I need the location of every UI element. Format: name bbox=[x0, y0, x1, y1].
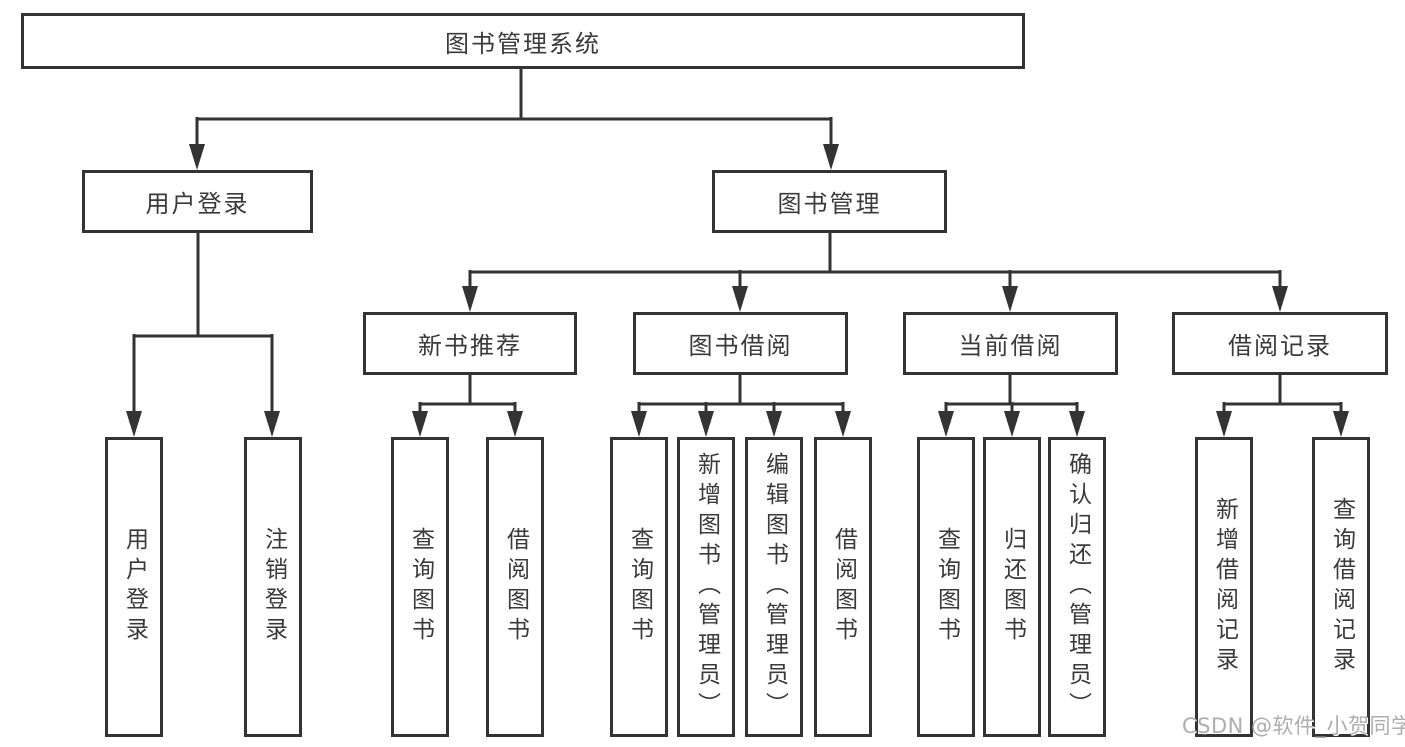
connector-current-children bbox=[944, 374, 1079, 413]
connector-borrow-children bbox=[637, 374, 845, 413]
arrow-down-icon bbox=[766, 411, 782, 437]
arrow-down-icon bbox=[1004, 411, 1020, 437]
node-book-management: 图书管理 bbox=[712, 170, 947, 233]
node-leaf-user-login: 用户登录 bbox=[105, 437, 163, 737]
arrow-down-icon bbox=[189, 144, 205, 170]
arrow-down-icon bbox=[1333, 411, 1349, 437]
node-leaf-add-borrow-record: 新增借阅记录 bbox=[1195, 437, 1253, 737]
connector-user-login-children bbox=[132, 232, 274, 412]
arrow-down-icon bbox=[823, 144, 839, 170]
node-leaf-borrow-books-recommend: 借阅图书 bbox=[486, 437, 544, 737]
node-leaf-edit-book-admin: 编辑图书（管理员） bbox=[745, 437, 803, 737]
node-user-login: 用户登录 bbox=[82, 170, 313, 233]
node-book-borrowing: 图书借阅 bbox=[633, 312, 848, 375]
arrow-down-icon bbox=[835, 411, 851, 437]
arrow-down-icon bbox=[264, 411, 280, 437]
arrow-down-icon bbox=[938, 411, 954, 437]
arrow-down-icon bbox=[1002, 286, 1018, 312]
arrow-down-icon bbox=[732, 286, 748, 312]
arrow-down-icon bbox=[462, 286, 478, 312]
arrow-down-icon bbox=[1272, 286, 1288, 312]
arrow-down-icon bbox=[698, 411, 714, 437]
node-leaf-query-borrow-record: 查询借阅记录 bbox=[1312, 437, 1370, 737]
node-leaf-logout: 注销登录 bbox=[244, 437, 302, 737]
node-new-book-recommend: 新书推荐 bbox=[363, 312, 577, 375]
node-leaf-add-book-admin: 新增图书（管理员） bbox=[677, 437, 735, 737]
arrow-down-icon bbox=[1216, 411, 1232, 437]
arrow-down-icon bbox=[1069, 411, 1085, 437]
arrow-down-icon bbox=[631, 411, 647, 437]
node-leaf-query-books-recommend: 查询图书 bbox=[391, 437, 449, 737]
node-leaf-query-books-borrow: 查询图书 bbox=[610, 437, 668, 737]
node-current-borrowing: 当前借阅 bbox=[903, 312, 1118, 375]
arrow-down-icon bbox=[412, 411, 428, 437]
arrow-down-icon bbox=[507, 411, 523, 437]
node-leaf-borrow-books: 借阅图书 bbox=[814, 437, 872, 737]
connector-book-mgmt-children bbox=[468, 232, 1282, 288]
node-borrowing-records: 借阅记录 bbox=[1172, 312, 1388, 375]
node-root: 图书管理系统 bbox=[21, 13, 1025, 69]
connector-records-children bbox=[1222, 374, 1343, 413]
arrowheads bbox=[126, 144, 1349, 437]
node-leaf-return-book: 归还图书 bbox=[983, 437, 1041, 737]
connector-new-book-children bbox=[418, 374, 517, 413]
arrow-down-icon bbox=[126, 411, 142, 437]
csdn-watermark: CSDN @软件_小贺同学 bbox=[1182, 714, 1405, 738]
connector-root-to-level2 bbox=[195, 68, 833, 146]
node-leaf-confirm-return-admin: 确认归还（管理员） bbox=[1048, 437, 1106, 737]
node-leaf-query-books-current: 查询图书 bbox=[917, 437, 975, 737]
